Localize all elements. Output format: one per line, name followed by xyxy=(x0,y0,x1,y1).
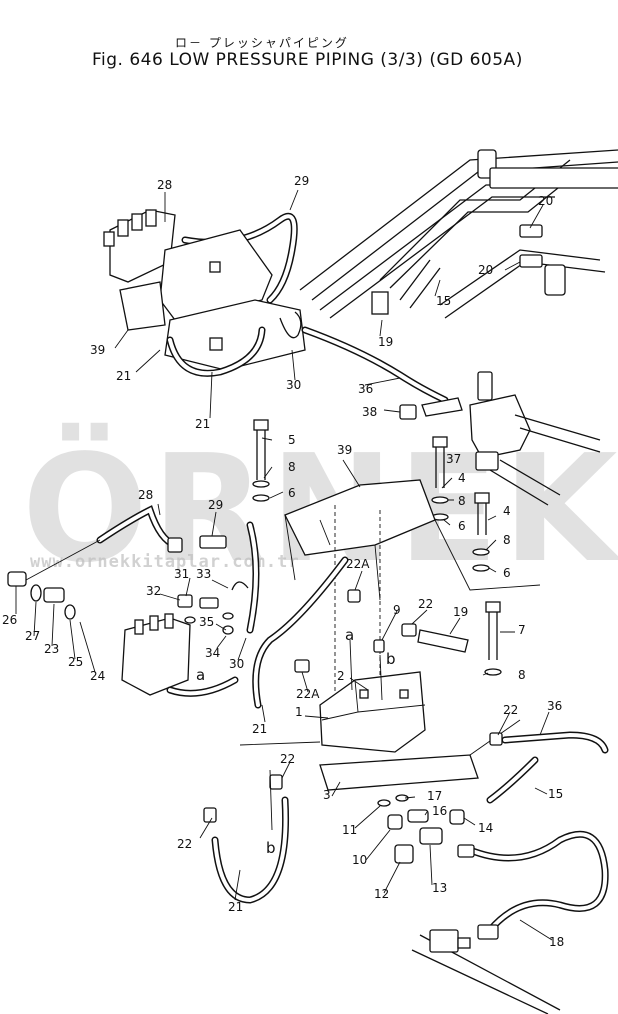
callout-21: 21 xyxy=(116,369,131,383)
callout-10: 10 xyxy=(352,853,367,867)
callout-28: 28 xyxy=(138,488,153,502)
callout-37: 37 xyxy=(446,452,461,466)
callout-8: 8 xyxy=(458,494,466,508)
callout-8: 8 xyxy=(503,533,511,547)
callout-20: 20 xyxy=(478,263,493,277)
callout-27: 27 xyxy=(25,629,40,643)
callout-11: 11 xyxy=(342,823,357,837)
callout-39: 39 xyxy=(337,443,352,457)
callout-labels: 28 29 20 20 15 19 39 21 21 30 36 38 37 5… xyxy=(2,174,564,949)
connection-label-a: a xyxy=(196,666,205,684)
callout-28: 28 xyxy=(157,178,172,192)
callout-15: 15 xyxy=(436,294,451,308)
callout-30: 30 xyxy=(286,378,301,392)
callout-38: 38 xyxy=(362,405,377,419)
callout-21: 21 xyxy=(195,417,210,431)
callout-23: 23 xyxy=(44,642,59,656)
callout-33: 33 xyxy=(196,567,211,581)
leader-lines xyxy=(15,189,553,941)
callout-22: 22 xyxy=(280,752,295,766)
callout-24: 24 xyxy=(90,669,105,683)
callout-36: 36 xyxy=(358,382,373,396)
callout-20: 20 xyxy=(538,194,553,208)
callout-18: 18 xyxy=(549,935,564,949)
callout-6: 6 xyxy=(458,519,466,533)
exploded-view xyxy=(7,419,609,1014)
callout-22: 22 xyxy=(503,703,518,717)
callout-34: 34 xyxy=(205,646,220,660)
callout-29: 29 xyxy=(208,498,223,512)
callout-15: 15 xyxy=(548,787,563,801)
callout-22a: 22A xyxy=(296,687,320,701)
callout-13: 13 xyxy=(432,881,447,895)
callout-6: 6 xyxy=(288,486,296,500)
callout-2: 2 xyxy=(337,669,345,683)
callout-17: 17 xyxy=(427,789,442,803)
connection-label-b: b xyxy=(386,650,396,668)
title-japanese: ロ－ プレッシャパイピング xyxy=(175,36,349,50)
callout-29: 29 xyxy=(294,174,309,188)
callout-19: 19 xyxy=(453,605,468,619)
callout-21: 21 xyxy=(228,900,243,914)
callout-19: 19 xyxy=(378,335,393,349)
connection-label-b: b xyxy=(266,839,276,857)
callout-16: 16 xyxy=(432,804,447,818)
callout-25: 25 xyxy=(68,655,83,669)
callout-26: 26 xyxy=(2,613,17,627)
callout-9: 9 xyxy=(393,603,401,617)
callout-4: 4 xyxy=(503,504,511,518)
callout-32: 32 xyxy=(146,584,161,598)
callout-3: 3 xyxy=(323,788,331,802)
callout-1: 1 xyxy=(295,705,303,719)
callout-22: 22 xyxy=(418,597,433,611)
callout-5: 5 xyxy=(288,433,296,447)
top-assembly xyxy=(103,149,618,506)
callout-8: 8 xyxy=(288,460,296,474)
callout-22a: 22A xyxy=(346,557,370,571)
callout-21: 21 xyxy=(252,722,267,736)
callout-4: 4 xyxy=(458,471,466,485)
callout-30: 30 xyxy=(229,657,244,671)
watermark-url: www.ornekkitaplar.com.tr xyxy=(30,552,300,572)
callout-39: 39 xyxy=(90,343,105,357)
callout-7: 7 xyxy=(518,623,526,637)
figure-title: Fig. 646 LOW PRESSURE PIPING (3/3) (GD 6… xyxy=(92,50,523,70)
callout-8: 8 xyxy=(518,668,526,682)
callout-22: 22 xyxy=(177,837,192,851)
callout-12: 12 xyxy=(374,887,389,901)
callout-14: 14 xyxy=(478,821,493,835)
connection-label-a: a xyxy=(345,626,354,644)
callout-35: 35 xyxy=(199,615,214,629)
callout-31: 31 xyxy=(174,567,189,581)
callout-6: 6 xyxy=(503,566,511,580)
callout-36: 36 xyxy=(547,699,562,713)
